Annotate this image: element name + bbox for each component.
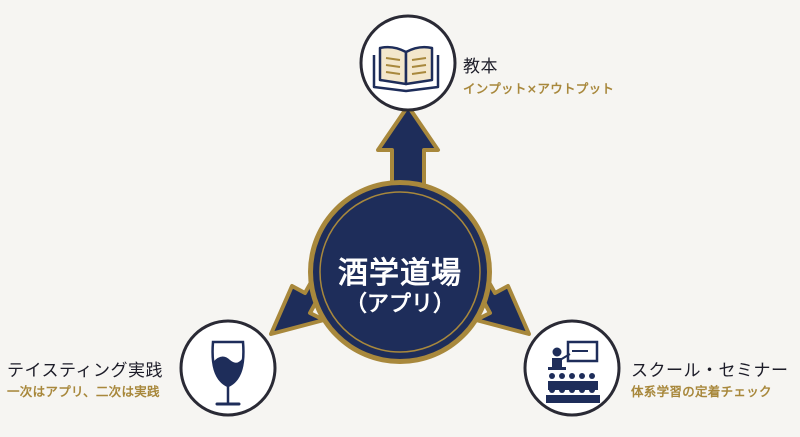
tasting-title: テイスティング実践 xyxy=(7,361,163,381)
center-title: 酒学道場 xyxy=(338,256,462,291)
open-book-icon xyxy=(372,45,440,93)
school-subtitle: 体系学習の定着チェック xyxy=(631,384,772,399)
tasting-node xyxy=(179,319,277,417)
center-subtitle: （アプリ） xyxy=(344,291,455,317)
tasting-subtitle: 一次はアプリ、二次は実践 xyxy=(7,384,160,399)
center-circle xyxy=(308,180,492,364)
textbook-subtitle: インプット×アウトプット xyxy=(463,81,615,96)
textbook-title: 教本 xyxy=(463,57,498,77)
school-title: スクール・セミナー xyxy=(631,361,789,381)
school-node xyxy=(523,319,621,417)
classroom-icon xyxy=(546,340,600,403)
textbook-node xyxy=(359,14,457,112)
wine-glass-icon xyxy=(211,340,245,406)
